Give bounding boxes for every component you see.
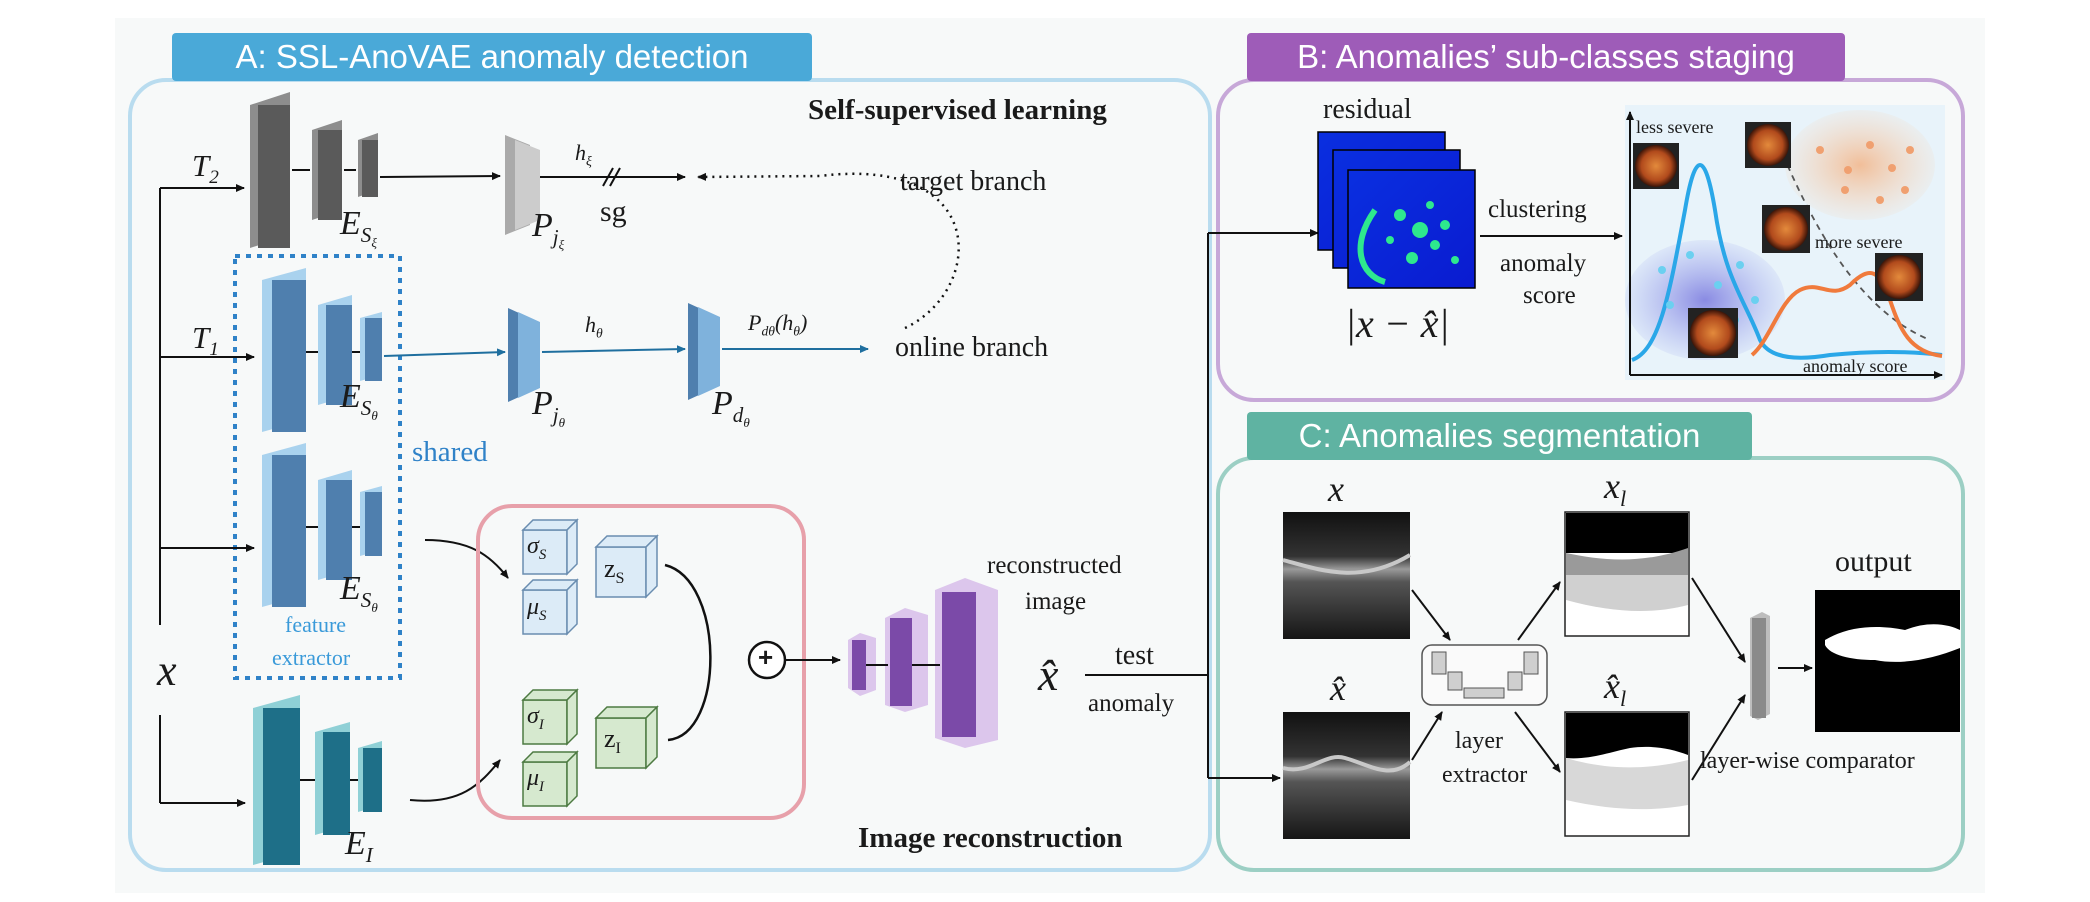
target-projector: [505, 135, 540, 235]
p-j-theta-label: Pjθ: [532, 385, 566, 430]
residual-maps: [1317, 131, 1476, 289]
recon-title: Image reconstruction: [858, 822, 1123, 854]
staging-plot: [1625, 105, 1945, 380]
e-s-xi-label: ESξ: [340, 205, 377, 250]
latent-cubes: [521, 518, 659, 808]
latent-merge-curve: [664, 563, 712, 742]
x-hat-label: x̂: [1038, 649, 1059, 700]
panel-c-title: C: Anomalies segmentation: [1247, 412, 1752, 460]
feature-extractor-box: [233, 254, 402, 680]
t1-label: T1: [192, 320, 219, 361]
residual-formula: |x − x̂|: [1345, 301, 1450, 346]
e-i-label: EI: [345, 825, 373, 867]
seg-x-hat-l-label: x̂l: [1604, 666, 1627, 712]
shared-encoder: [262, 443, 382, 607]
fundus-thumbnails: [1633, 122, 1923, 358]
anomaly-score-label-2: score: [1523, 282, 1576, 309]
online-branch-label: online branch: [895, 332, 1049, 363]
test-label: test: [1115, 640, 1154, 671]
stop-grad-mark-1: [602, 167, 614, 187]
h-xi-label: hξ: [575, 140, 592, 169]
extractor-label: extractor: [272, 645, 351, 670]
sigma-s-label: σS: [527, 533, 547, 563]
target-encoder: [250, 92, 378, 248]
reconstruction-box: [476, 504, 806, 820]
t2-label: T2: [192, 148, 219, 189]
h-theta-label: hθ: [585, 312, 603, 341]
layer-extractor-icon: [1421, 644, 1548, 706]
residual-label: residual: [1323, 94, 1412, 125]
more-severe-label: more severe: [1815, 232, 1903, 252]
sg-label: sg: [600, 195, 627, 228]
less-severe-label: less severe: [1636, 117, 1714, 137]
seg-x-label: x: [1328, 469, 1344, 509]
segmentation-arrows: [1411, 577, 1813, 781]
axis-anomaly-score: anomaly score: [1803, 356, 1908, 376]
input-x: x: [157, 646, 177, 695]
mu-i-label: μI: [527, 765, 545, 795]
reconstructed-label: reconstructed: [987, 552, 1122, 579]
shared-label: shared: [412, 436, 488, 468]
image-label: image: [1025, 588, 1087, 615]
oct-images: [1282, 511, 1690, 839]
sigma-i-label: σI: [527, 703, 544, 733]
comparator-block: [1750, 612, 1770, 720]
seg-x-hat-label: x̂: [1330, 668, 1346, 708]
panel-b-title: B: Anomalies’ sub-classes staging: [1247, 33, 1845, 81]
comparator-label: layer-wise comparator: [1700, 748, 1915, 774]
add-operator: [747, 640, 787, 680]
image-encoder: [253, 695, 382, 865]
output-mask: [1815, 590, 1960, 732]
input-branches: [159, 184, 255, 807]
e-s-theta-label: ESθ: [340, 378, 378, 423]
target-branch-label: target branch: [900, 166, 1047, 197]
z-s-label: zS: [604, 554, 625, 588]
panel-a-title: A: SSL-AnoVAE anomaly detection: [172, 33, 812, 81]
enc-to-proj-target: [379, 172, 501, 181]
image-to-latent: [409, 759, 501, 802]
decoder: [848, 578, 998, 748]
feature-label: feature: [285, 612, 347, 637]
stop-grad-mark-2: [609, 167, 621, 187]
anomaly-label: anomaly: [1088, 690, 1175, 717]
output-label: output: [1835, 545, 1912, 578]
layer-label: layer: [1455, 728, 1503, 754]
extractor-seg-label: extractor: [1442, 762, 1528, 788]
plus-label: +: [758, 642, 774, 672]
anomaly-score-label-1: anomaly: [1500, 250, 1587, 277]
z-i-label: zI: [604, 724, 621, 758]
online-encoder: [262, 268, 382, 432]
ssl-title: Self-supervised learning: [808, 94, 1107, 126]
online-branch: [383, 303, 869, 402]
clustering-label: clustering: [1488, 196, 1587, 223]
pd-h-label: Pdθ(hθ): [748, 310, 808, 339]
seg-x-l-label: xl: [1604, 466, 1627, 512]
e-s-theta2-label: ESθ: [340, 570, 378, 615]
p-j-xi-label: Pjξ: [532, 207, 565, 252]
online-to-target-dotted: [697, 172, 960, 330]
p-d-theta-label: Pdθ: [712, 385, 750, 430]
mu-s-label: μS: [527, 594, 547, 624]
